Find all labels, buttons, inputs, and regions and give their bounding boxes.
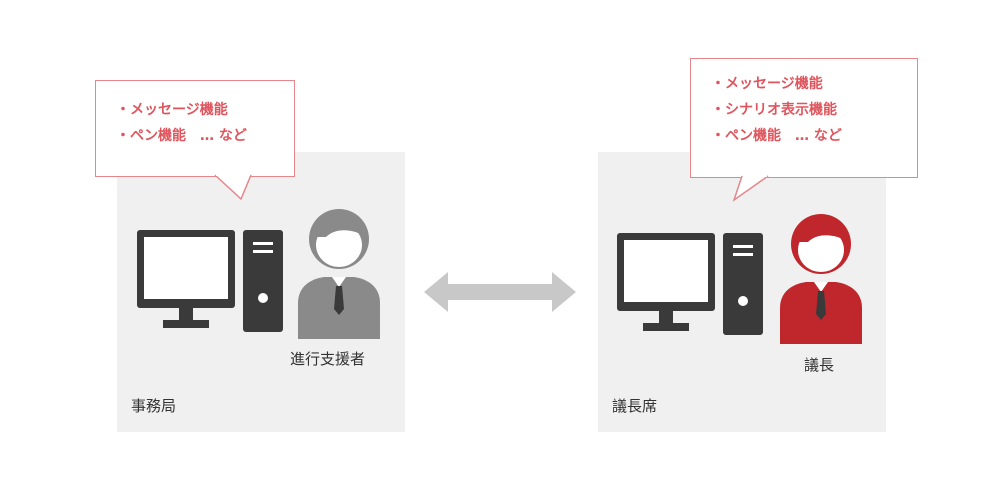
- double-arrow-icon: [424, 272, 576, 312]
- feature-item: ペン機能 … など: [116, 123, 294, 149]
- bubble-tail: [732, 174, 769, 202]
- chair-label: 議長: [804, 356, 835, 374]
- support-staff-person-icon: [298, 209, 380, 339]
- chair-speech-bubble: メッセージ機能 シナリオ表示機能 ペン機能 … など: [690, 58, 918, 178]
- support-staff-label: 進行支援者: [290, 350, 366, 368]
- feature-item: メッセージ機能: [711, 71, 917, 97]
- chair-person-icon: [780, 214, 862, 344]
- office-label: 事務局: [131, 397, 177, 415]
- feature-item: メッセージ機能: [116, 97, 294, 123]
- feature-item: シナリオ表示機能: [711, 97, 917, 123]
- bubble-tail: [214, 173, 252, 201]
- feature-item: ペン機能 … など: [711, 123, 917, 149]
- support-staff-speech-bubble: メッセージ機能 ペン機能 … など: [95, 80, 295, 177]
- computer-icon: [137, 230, 283, 332]
- computer-icon: [617, 233, 763, 335]
- chair-seat-label: 議長席: [612, 397, 658, 415]
